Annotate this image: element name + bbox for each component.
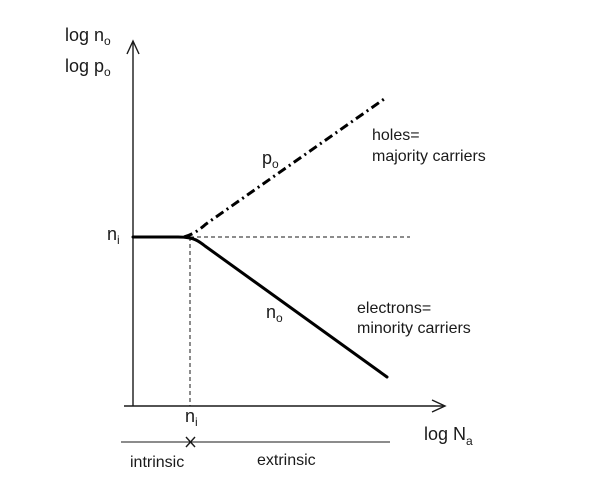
- no-curve: [194, 238, 389, 379]
- po-curve-label: po: [262, 148, 279, 171]
- axes: [124, 39, 447, 413]
- y-axis-label-no: log no: [65, 25, 111, 48]
- y-tick-ni: ni: [107, 224, 120, 247]
- po-curve: [183, 95, 388, 239]
- holes-annotation-line1: holes=: [372, 127, 420, 144]
- x-tick-ni: ni: [185, 406, 198, 429]
- electrons-annotation-line1: electrons=: [357, 300, 431, 317]
- region-boundary-x-mark: [185, 436, 196, 448]
- x-axis-arrowhead: [431, 399, 447, 413]
- y-axis-arrowhead: [126, 39, 140, 55]
- region-bar: intrinsic extrinsic: [121, 436, 390, 471]
- region-extrinsic-label: extrinsic: [257, 452, 316, 469]
- no-curve-label: no: [266, 302, 283, 325]
- electrons-annotation-line2: minority carriers: [357, 320, 471, 337]
- holes-annotation-line2: majority carriers: [372, 148, 486, 165]
- region-intrinsic-label: intrinsic: [130, 454, 184, 471]
- x-axis-label: log Na: [424, 424, 473, 448]
- y-axis-label-po: log po: [65, 56, 111, 79]
